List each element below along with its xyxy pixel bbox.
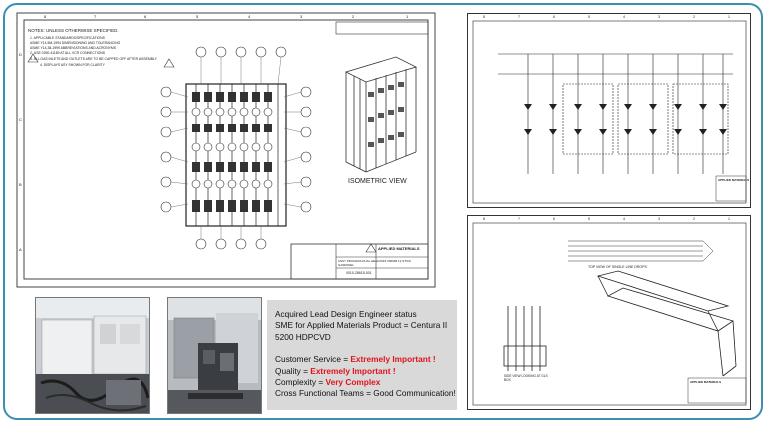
col-tick: 8 (483, 217, 485, 221)
col-tick: 1 (728, 15, 730, 19)
gas-schematic (472, 20, 747, 204)
customer-service-value: Extremely Important ! (350, 354, 436, 365)
frame-photo (168, 298, 261, 413)
col-tick: 3 (658, 15, 660, 19)
col-tick: 6 (144, 14, 147, 19)
company-name: APPLIED MATERIALS (378, 246, 420, 251)
complexity-value: Very Complex (325, 377, 381, 388)
col-tick: 2 (693, 217, 695, 221)
drawing-number: 0010-28615-001 (346, 271, 372, 275)
row-tick: B (19, 182, 22, 187)
col-tick: 6 (553, 15, 555, 19)
complexity-label: Complexity = (275, 377, 326, 388)
col-tick: 4 (623, 217, 625, 221)
col-tick: 2 (352, 14, 355, 19)
customer-service-line: Customer Service = Extremely Important ! (275, 354, 449, 365)
part-title: ASSY PROCESS DUAL HE/H2/NF3 300MM 12 STI… (338, 259, 412, 267)
note-line: 3. ALL GAS INLETS AND OUTLETS ARE TO BE … (30, 57, 157, 61)
quality-label: Quality = (275, 365, 311, 376)
note-line: ASME Y14.38-1999 ABBREVIATIONS AND ACRON… (30, 46, 116, 50)
col-tick: 1 (728, 217, 730, 221)
col-tick: 2 (693, 15, 695, 19)
note-line: 4. DISPLAYS ASY SHOWN FOR CLARITY (40, 63, 105, 67)
note-line: 1. APPLICABLE STANDARDS/SPECIFICATIONS (30, 36, 105, 40)
piping-drawing (472, 222, 747, 406)
company-name: APPLIED MATERIALS (718, 178, 750, 182)
equipment-photo-frame (167, 297, 262, 414)
company-name: APPLIED MATERIALS (690, 380, 722, 384)
outer-frame (3, 3, 763, 420)
piping-drawing-sheet: TOP VIEW OF SINGLE LINE DROPS SIDE VIEW … (467, 215, 751, 410)
row-tick: A (19, 247, 22, 252)
assembly-drawing (16, 12, 436, 288)
complexity-line: Complexity = Very Complex (275, 377, 449, 388)
note-line: ASME Y14.5M-1994 DIMENSIONING AND TOLERA… (30, 41, 121, 45)
col-tick: 8 (44, 14, 47, 19)
col-tick: 5 (196, 14, 199, 19)
isometric-view-label: ISOMETRIC VIEW (348, 178, 407, 185)
col-tick: 5 (588, 217, 590, 221)
col-tick: 1 (406, 14, 409, 19)
note-line: 2. USE 0250-41189 AT ALL VCR CONNECTIONS (30, 51, 106, 55)
status-line: Acquired Lead Design Engineer status (275, 309, 417, 319)
equipment-photo-cleanroom (35, 297, 150, 414)
col-tick: 8 (483, 15, 485, 19)
summary-panel: Acquired Lead Design Engineer status SME… (267, 300, 457, 410)
quality-line: Quality = Extremely Important ! (275, 366, 449, 377)
col-tick: 7 (518, 217, 520, 221)
product-line: 5200 HDPCVD (275, 331, 331, 342)
col-tick: 3 (300, 14, 303, 19)
side-view-caption: SIDE VIEW LOOKING AT GLS BOX (504, 374, 548, 382)
cross-functional-line: Cross Functional Teams = Good Communicat… (275, 388, 456, 399)
col-tick: 5 (588, 15, 590, 19)
schematic-drawing-sheet: APPLIED MATERIALS 8 7 6 5 4 3 2 1 (467, 13, 751, 208)
col-tick: 3 (658, 217, 660, 221)
assembly-drawing-sheet: NOTES: UNLESS OTHERWISE SPECIFIED. 1. AP… (16, 12, 436, 288)
cleanroom-photo (36, 298, 149, 413)
col-tick: 6 (553, 217, 555, 221)
top-view-caption: TOP VIEW OF SINGLE LINE DROPS (588, 265, 647, 269)
col-tick: 7 (94, 14, 97, 19)
quality-value: Extremely Important ! (310, 365, 396, 376)
row-tick: D (19, 52, 22, 57)
notes-header: NOTES: UNLESS OTHERWISE SPECIFIED. (28, 28, 119, 33)
customer-service-label: Customer Service = (275, 354, 351, 365)
row-tick: C (19, 117, 22, 122)
col-tick: 4 (623, 15, 625, 19)
sme-line: SME for Applied Materials Product = Cent… (275, 320, 448, 331)
col-tick: 7 (518, 15, 520, 19)
col-tick: 4 (248, 14, 251, 19)
